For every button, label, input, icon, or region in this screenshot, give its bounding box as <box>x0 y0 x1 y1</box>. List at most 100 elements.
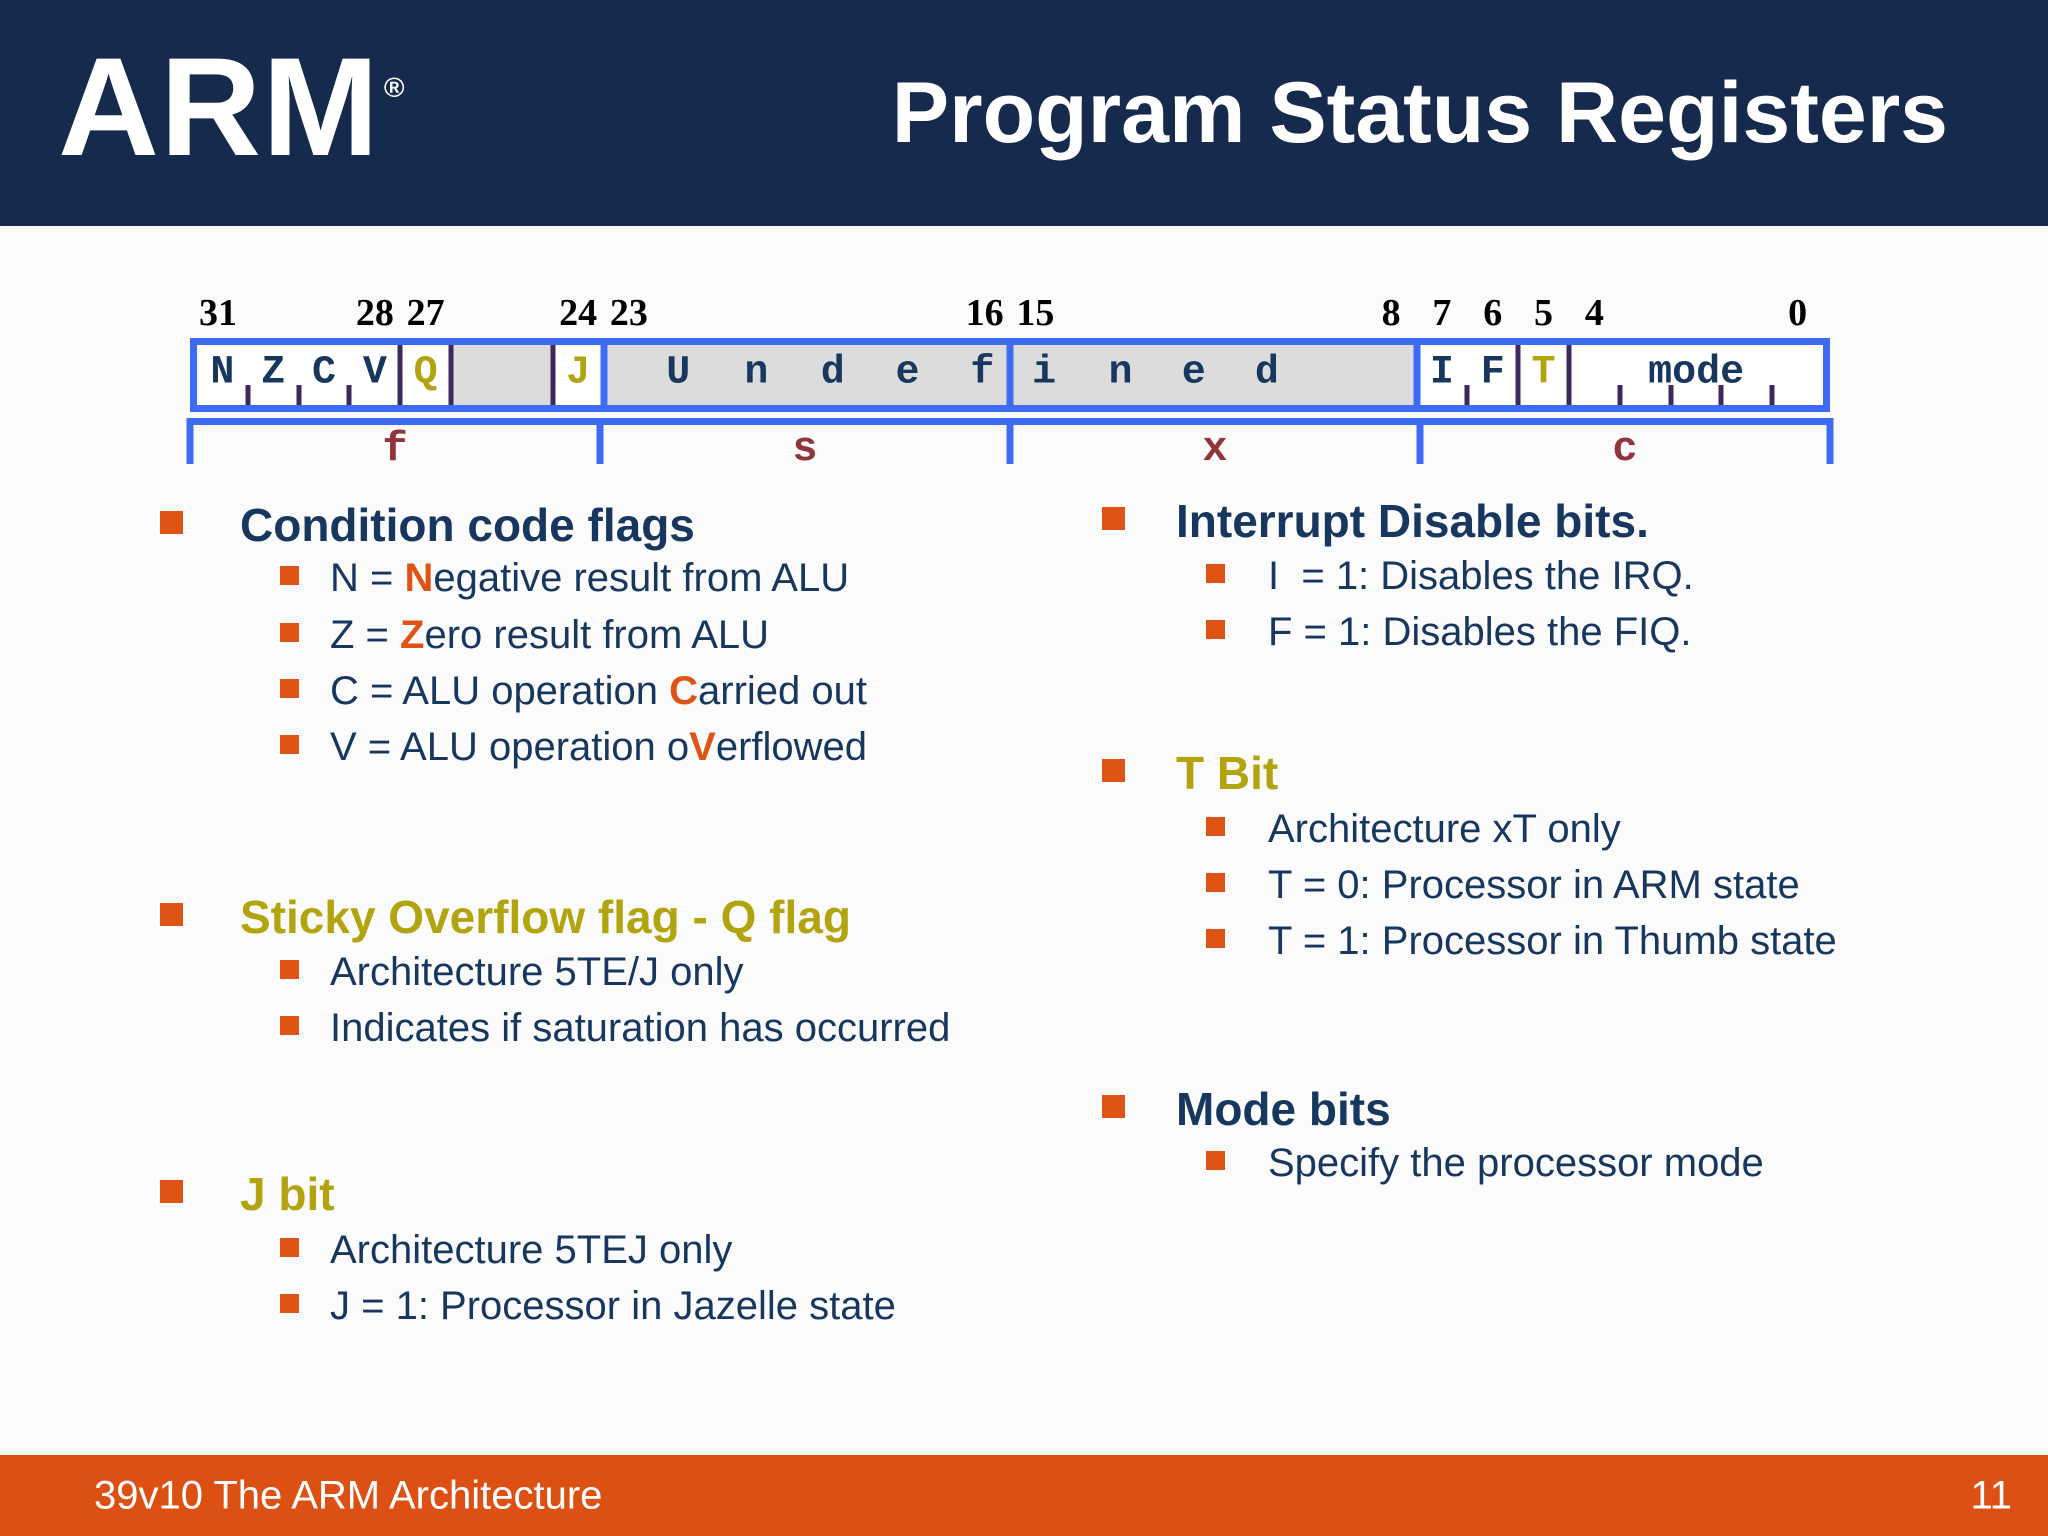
bit-number-4: 4 <box>1584 292 1604 334</box>
bullet-square <box>1206 817 1225 836</box>
section-heading: T Bit <box>1176 747 1279 799</box>
list-item: Z = Zero result from ALU <box>330 613 769 657</box>
highlight-letter: N <box>404 556 434 600</box>
flag-letter-Z: Z <box>261 350 286 396</box>
flag-letter-T: T <box>1531 350 1556 396</box>
page-number: 11 <box>1970 1473 2012 1517</box>
list-item: I = 1: Disables the IRQ. <box>1268 554 1694 598</box>
list-item: T = 0: Processor in ARM state <box>1268 863 1800 907</box>
list-item-text: Architecture 5TE/J only <box>330 950 744 994</box>
list-item: Architecture 5TEJ only <box>330 1228 732 1272</box>
bullet-square <box>1102 507 1125 530</box>
undefined-gray-cell <box>603 345 1010 405</box>
list-item-text: Architecture 5TEJ only <box>330 1228 733 1272</box>
bit-number-24: 24 <box>559 292 598 334</box>
flag-letter-C: C <box>312 350 337 396</box>
bullet-square <box>160 1180 183 1203</box>
bit-number-6: 6 <box>1483 292 1503 334</box>
bullet-square <box>280 1294 299 1313</box>
bullet-square <box>1206 929 1225 948</box>
list-item-text: egative result from ALU <box>433 556 850 600</box>
list-item: Indicates if saturation has occurred <box>330 1006 950 1050</box>
bullet-square <box>280 679 299 698</box>
bit-number-23: 23 <box>609 292 648 334</box>
undefined-letter: n <box>744 350 769 396</box>
bit-number-16: 16 <box>965 292 1004 334</box>
list-item-text: N = <box>330 556 405 600</box>
bit-separator <box>1566 345 1572 405</box>
undefined-letter: n <box>1108 350 1133 396</box>
undefined-letter: e <box>1181 350 1206 396</box>
highlight-letter: V <box>689 725 716 769</box>
section-heading: J bit <box>240 1168 335 1220</box>
bit-separator <box>1515 345 1521 405</box>
slide-header: ARM® Program Status Registers <box>0 0 2048 226</box>
arm-logo: ARM® <box>58 30 405 184</box>
section-heading: Interrupt Disable bits. <box>1176 495 1649 547</box>
bullet-square <box>280 1238 299 1257</box>
undefined-gray-cell <box>1010 345 1417 405</box>
highlight-letter: Z <box>400 613 425 657</box>
list-item: F = 1: Disables the FIQ. <box>1268 610 1692 654</box>
list-item-text: F = 1: Disables the FIQ. <box>1268 610 1692 654</box>
list-item: C = ALU operation Carried out <box>330 669 867 713</box>
list-item: Architecture xT only <box>1268 807 1621 851</box>
bit-number-27: 27 <box>406 292 445 334</box>
list-item-text: Indicates if saturation has occurred <box>330 1006 951 1050</box>
list-item-text: arried out <box>698 669 867 713</box>
registered-trademark-icon: ® <box>383 72 406 103</box>
bullet-square <box>1102 1095 1125 1118</box>
section-divider <box>600 345 607 405</box>
section-heading: Condition code flags <box>240 499 695 551</box>
highlight-letter: C <box>669 669 698 713</box>
list-item-text: ero result from ALU <box>424 613 770 657</box>
list-item: Architecture 5TE/J only <box>330 950 744 994</box>
mode-field-label: mode <box>1648 350 1745 396</box>
bit-tick <box>1718 385 1724 405</box>
undefined-letter: e <box>895 350 920 396</box>
section-heading: Sticky Overflow flag - Q flag <box>240 891 851 943</box>
section-heading: Mode bits <box>1176 1083 1391 1135</box>
bit-number-5: 5 <box>1534 292 1554 334</box>
list-item: Specify the processor mode <box>1268 1141 1764 1185</box>
bracket-drop <box>596 418 604 464</box>
bullet-square <box>1206 620 1225 639</box>
byte-label-f: f <box>382 425 408 473</box>
bullet-square <box>160 903 183 926</box>
list-item: T = 1: Processor in Thumb state <box>1268 919 1837 963</box>
undefined-gray-cell <box>451 345 553 405</box>
list-item-text: J = 1: Processor in Jazelle state <box>330 1284 896 1328</box>
flag-letter-J: J <box>566 350 591 396</box>
flag-letter-I: I <box>1429 350 1454 396</box>
flag-letter-Q: Q <box>413 350 438 396</box>
bit-tick <box>1769 385 1775 405</box>
bit-separator <box>448 345 454 405</box>
list-item-text: erflowed <box>715 725 868 769</box>
list-item: J = 1: Processor in Jazelle state <box>330 1284 896 1328</box>
undefined-letter: d <box>1254 350 1279 396</box>
list-item: V = ALU operation oVerflowed <box>330 725 867 769</box>
bit-tick <box>296 385 302 405</box>
list-item-text: T = 0: Processor in ARM state <box>1268 863 1800 907</box>
bit-tick <box>1668 385 1674 405</box>
bracket-drop <box>1416 418 1424 464</box>
bullet-square <box>160 511 183 534</box>
page-title: Program Status Registers <box>891 64 1948 161</box>
list-item-text: V = ALU operation o <box>330 725 690 769</box>
bit-tick <box>245 385 251 405</box>
list-item-text: Specify the processor mode <box>1268 1141 1764 1185</box>
bracket-drop <box>1006 418 1014 464</box>
list-item-text: C = ALU operation <box>330 669 670 713</box>
bullet-square <box>280 735 299 754</box>
undefined-letter: d <box>820 350 845 396</box>
bullet-square <box>280 566 299 585</box>
bullet-square <box>280 1016 299 1035</box>
byte-label-x: x <box>1202 425 1228 473</box>
bullet-square <box>1102 759 1125 782</box>
list-item-text: Architecture xT only <box>1268 807 1621 851</box>
byte-label-c: c <box>1612 425 1638 473</box>
bullet-square <box>1206 873 1225 892</box>
